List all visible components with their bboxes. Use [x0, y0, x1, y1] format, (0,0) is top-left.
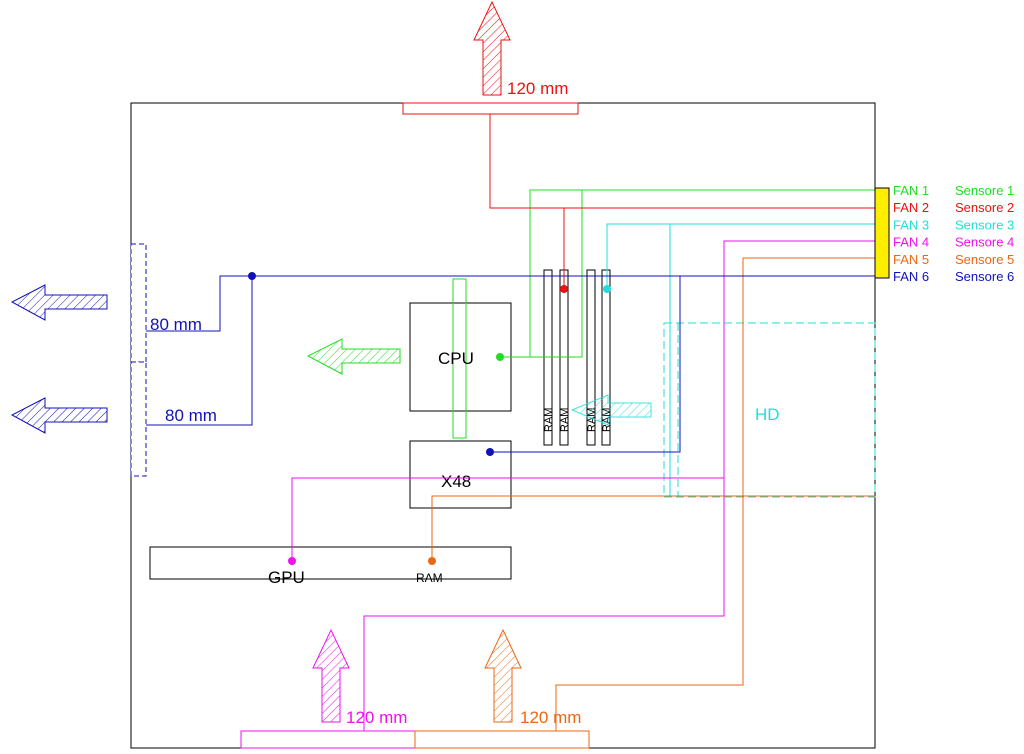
ram-module-4	[601, 269, 611, 446]
ram-label-1: RAM	[543, 408, 555, 432]
top-fan-arrow	[473, 0, 511, 96]
legend-sensor-1: Sensore 1	[955, 183, 1014, 198]
fan2-sensor-dot	[560, 285, 568, 293]
legend-sensor-5: Sensore 5	[955, 252, 1014, 267]
cpu-label: CPU	[438, 349, 474, 368]
fan4-wire	[363, 240, 875, 731]
fan4-sensor-dot	[288, 557, 296, 565]
ram-label-2: RAM	[559, 408, 571, 432]
fan4-gpu-wire	[291, 477, 724, 561]
bottom-fan-label-2: 120 mm	[520, 708, 581, 727]
left-fan-arrow-1	[10, 284, 108, 321]
hd-label: HD	[755, 405, 780, 424]
fan5-sensor-dot	[428, 557, 436, 565]
legend-fan-2: FAN 2	[893, 200, 929, 215]
gpu-box	[149, 546, 512, 580]
gpu-label: GPU	[268, 568, 305, 587]
legend-fan-5: FAN 5	[893, 252, 929, 267]
fan6-left-wire	[146, 275, 252, 332]
ram-module-3	[586, 269, 596, 446]
legend-fan-1: FAN 1	[893, 183, 929, 198]
legend-sensor-2: Sensore 2	[955, 200, 1014, 215]
fan5-gpu-wire	[431, 495, 875, 561]
fan6-junction-dot	[248, 272, 256, 280]
bottom-fan-arrow-1	[312, 628, 350, 723]
legend-fan-3: FAN 3	[893, 217, 929, 232]
fan6-chipset-wire	[490, 276, 681, 453]
fan1-sensor-dot	[496, 353, 504, 361]
top-fan-label: 120 mm	[507, 79, 568, 98]
fan1-wire-branch	[530, 190, 583, 358]
fan5-wire	[555, 257, 875, 731]
fan2-wire	[489, 114, 875, 209]
ram-airflow-arrow	[570, 394, 652, 426]
cpu-airflow-arrow	[306, 338, 401, 375]
legend-sensor-6: Sensore 6	[955, 269, 1014, 284]
fan-sensor-legend: FAN 1 Sensore 1 FAN 2 Sensore 2 FAN 3 Sensore…	[893, 183, 1014, 284]
cpu-heatpipe	[452, 278, 467, 439]
top-fan-slot	[402, 102, 579, 115]
gpu-ram-label: RAM	[416, 571, 443, 585]
legend-fan-4: FAN 4	[893, 235, 929, 250]
legend-sensor-3: Sensore 3	[955, 217, 1014, 232]
legend-fan-6: FAN 6	[893, 269, 929, 284]
fan3-wire	[606, 223, 875, 289]
left-fan-slot-2	[130, 361, 147, 477]
fan1-wire	[500, 189, 875, 358]
left-fan-slot-1	[130, 243, 147, 363]
bottom-fan-slot-1	[240, 730, 416, 749]
chipset-box	[409, 440, 512, 509]
fan6-wire	[146, 275, 875, 426]
left-fan-label-1: 80 mm	[150, 315, 202, 334]
bottom-fan-slot-2	[414, 730, 590, 749]
fan-connector-header	[874, 187, 890, 279]
left-fan-arrow-2	[10, 397, 108, 434]
bottom-fan-arrow-2	[484, 628, 522, 723]
fan6-sensor-dot	[486, 448, 494, 456]
bottom-fan-label-1: 120 mm	[346, 708, 407, 727]
legend-sensor-4: Sensore 4	[955, 235, 1014, 250]
fan3-sensor-dot	[603, 285, 611, 293]
chipset-label: X48	[441, 472, 471, 491]
left-fan-label-2: 80 mm	[165, 406, 217, 425]
